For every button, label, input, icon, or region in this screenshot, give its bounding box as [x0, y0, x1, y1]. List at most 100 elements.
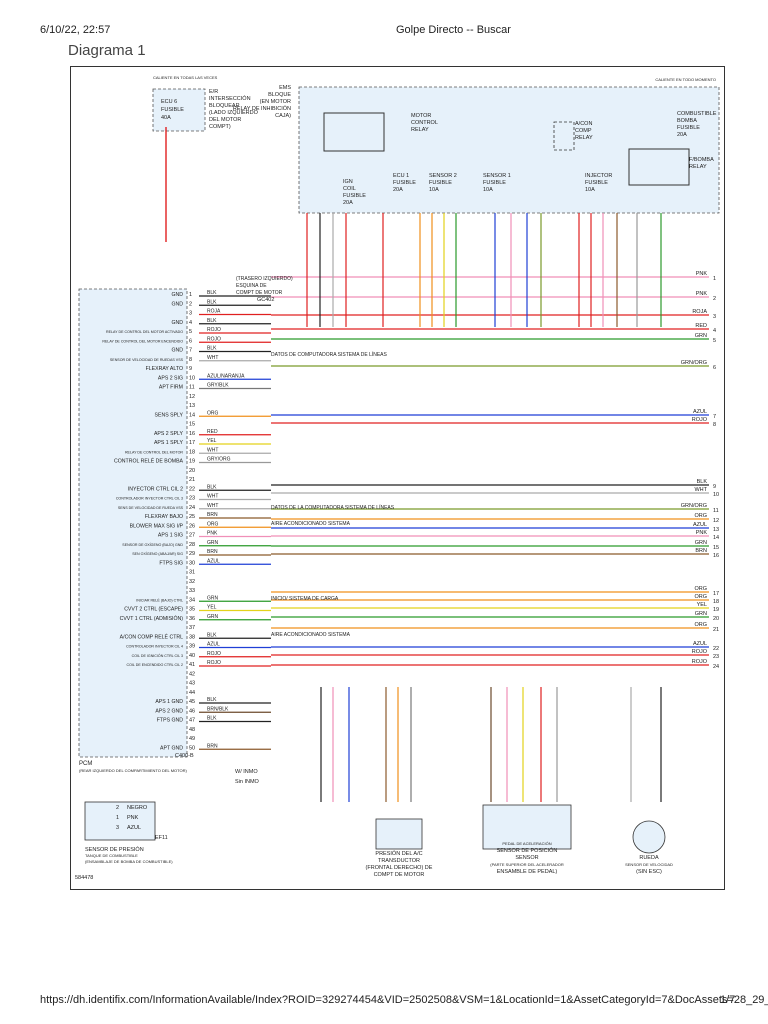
pcm-pin-number: 45 [189, 699, 195, 705]
terminal-number: 16 [713, 553, 719, 559]
sensor2-fuse-label: FUSIBLE [429, 180, 452, 186]
ecu6-fuse-label: 40A [161, 115, 171, 121]
motor-control-relay [323, 112, 385, 152]
pcm-pin-number: 22 [189, 486, 195, 492]
pcm-pin-number: 19 [189, 459, 195, 465]
terminal-number: 1 [713, 276, 716, 282]
pcm-wire-color: BRN [207, 512, 218, 518]
pcm-pin-number: 10 [189, 375, 195, 381]
ecu6-fuse-label: ECU 6 [161, 99, 177, 105]
pcm-pin-number: 26 [189, 523, 195, 529]
terminal-color-label: PNK [696, 271, 708, 277]
ems-label: RELAY DE INHIBICIÓN [233, 105, 291, 112]
pcm-pin-name: APS 2 GND [155, 708, 183, 714]
pcm-pin-number: 20 [189, 468, 195, 474]
pedal-sensor-label: SENSOR [515, 855, 538, 861]
pedal-sensor-label: PEDAL DE ACELERACIÓN [502, 841, 551, 846]
terminal-number: 8 [713, 422, 716, 428]
pcm-pin-name: SENSOR DE VELOCIDAD DE RUEDAS VSS [110, 358, 184, 362]
pedal-sensor-label: SENSOR DE POSICIÓN [497, 847, 558, 854]
pcm-pin-name: CONTROL RELÉ DE BOMBA [114, 458, 184, 465]
sensor1-fuse-label: FUSIBLE [483, 180, 506, 186]
side-note: INICIO/ SISTEMA DE CARGA [271, 596, 339, 602]
pcm-pin-name: SEN OXÍGENO (ABAJ/AR) SIG [132, 552, 183, 556]
pcm-pin-name: CONTROLADOR INYECTOR CTRL CIL 3 [116, 497, 183, 501]
pcm-pin-name: APS 1 SIG [158, 533, 183, 539]
terminal-color-label: PNK [696, 291, 708, 297]
sensor1-fuse-label: SENSOR 1 [483, 173, 511, 179]
terminal-color-label: BRN [695, 548, 707, 554]
ecu6-desc-label: COMPT) [209, 124, 231, 130]
ground-note: COMPT DE MOTOR [236, 290, 283, 296]
motor-relay-label: RELAY [411, 127, 429, 133]
terminal-color-label: ROJO [692, 417, 708, 423]
pcm-pin-name: A/CON COMP RELÉ CTRL [120, 633, 183, 640]
terminal-number: 23 [713, 654, 719, 660]
pcm-pin-name: GND [171, 301, 183, 307]
pcm-pin-name: BLOWER MAX SIG I/P [130, 523, 184, 529]
pcm-pin-number: 39 [189, 644, 195, 650]
pcm-wire-color: BLK [207, 716, 217, 722]
pcm-pin-name: APS 1 GND [155, 699, 183, 705]
terminal-number: 7 [713, 414, 716, 420]
pcm-pin-number: 13 [189, 403, 195, 409]
terminal-number: 13 [713, 527, 719, 533]
terminal-number: 5 [713, 338, 716, 344]
pcm-wire-color: BRN/BLK [207, 706, 229, 712]
ac-relay-label: A/CON [575, 121, 592, 127]
terminal-color-label: GRN/ORG [681, 360, 707, 366]
sensor2-fuse-label: 10A [429, 187, 439, 193]
pcm-pin-name: SENSOR DE OXÍGENO (BAJO) GND [122, 543, 183, 547]
ign-fuse-label: FUSIBLE [343, 193, 366, 199]
pcm-pin-name: CONTROLADOR INYECTOR CIL 4 [126, 645, 183, 649]
pcm-pin-number: 50 [189, 745, 195, 751]
terminal-number: 24 [713, 664, 719, 670]
right-terminals-layer: PNK1PNK2ROJA3RED4GRN5GRN/ORG6AZUL7ROJO8B… [681, 271, 719, 670]
terminal-number: 22 [713, 646, 719, 652]
pressure-pin-number: 2 [116, 805, 119, 811]
pcm-wire-color: YEL [207, 605, 217, 611]
terminal-number: 12 [713, 518, 719, 524]
terminal-number: 9 [713, 484, 716, 490]
pcm-wire-color: GRN [207, 540, 219, 546]
pcm-wire-color: PNK [207, 531, 218, 537]
inmo-note: W/ INMO [235, 769, 258, 775]
terminal-color-label: PNK [696, 530, 708, 536]
pcm-pin-number: 14 [189, 412, 195, 418]
ign-fuse-label: IGN [343, 179, 353, 185]
wheel-sensor-label: SENSOR DE VELOCIDAD [625, 862, 673, 867]
pcm-pin-number: 48 [189, 727, 195, 733]
pcm-wire-color: ORG [207, 521, 219, 527]
pcm-pin-number: 8 [189, 357, 192, 363]
pcm-wire-color: GRY/ORG [207, 457, 231, 463]
pressure-sensor-label: TANQUE DE COMBUSTIBLE [85, 853, 138, 858]
ems-label: (EN MOTOR [260, 99, 291, 105]
terminal-number: 10 [713, 492, 719, 498]
injector-fuse-label: INJECTOR [585, 173, 612, 179]
terminal-color-label: ORG [694, 586, 707, 592]
terminal-number: 19 [713, 607, 719, 613]
pressure-pin-color: PNK [127, 815, 139, 821]
pcm-pin-name: RELAY DE CONTROL DEL MOTOR ACTIVADO [106, 330, 183, 334]
pcm-pin-name: CVVT 1 CTRL (ADMISIÓN) [120, 615, 184, 622]
pcm-wire-color: AZUL [207, 642, 220, 648]
terminal-color-label: YEL [697, 602, 707, 608]
terminal-color-label: ORG [694, 513, 707, 519]
pcm-wire-color: BLK [207, 299, 217, 305]
footer-url[interactable]: https://dh.identifix.com/InformationAvai… [40, 994, 768, 1006]
diagram-id: 584478 [75, 875, 93, 881]
pcm-pin-name: FLEXRAY ALTO [146, 366, 183, 372]
pcm-wire-color: BLK [207, 290, 217, 296]
pcm-pin-number: 42 [189, 671, 195, 677]
pcm-pin-number: 15 [189, 422, 195, 428]
pcm-pin-number: 40 [189, 653, 195, 659]
ecu6-desc-label: BLOQUEAR [209, 103, 240, 109]
pcm-pin-name: CVVT 2 CTRL (ESCAPE) [124, 607, 183, 613]
pcm-wire-color: BRN [207, 743, 218, 749]
pcm-pin-number: 44 [189, 690, 195, 696]
pcm-pin-name: FTPS GND [157, 718, 183, 724]
terminal-number: 3 [713, 314, 716, 320]
terminal-color-label: ROJO [692, 659, 708, 665]
pump-relay-label: RELAY [689, 164, 707, 170]
